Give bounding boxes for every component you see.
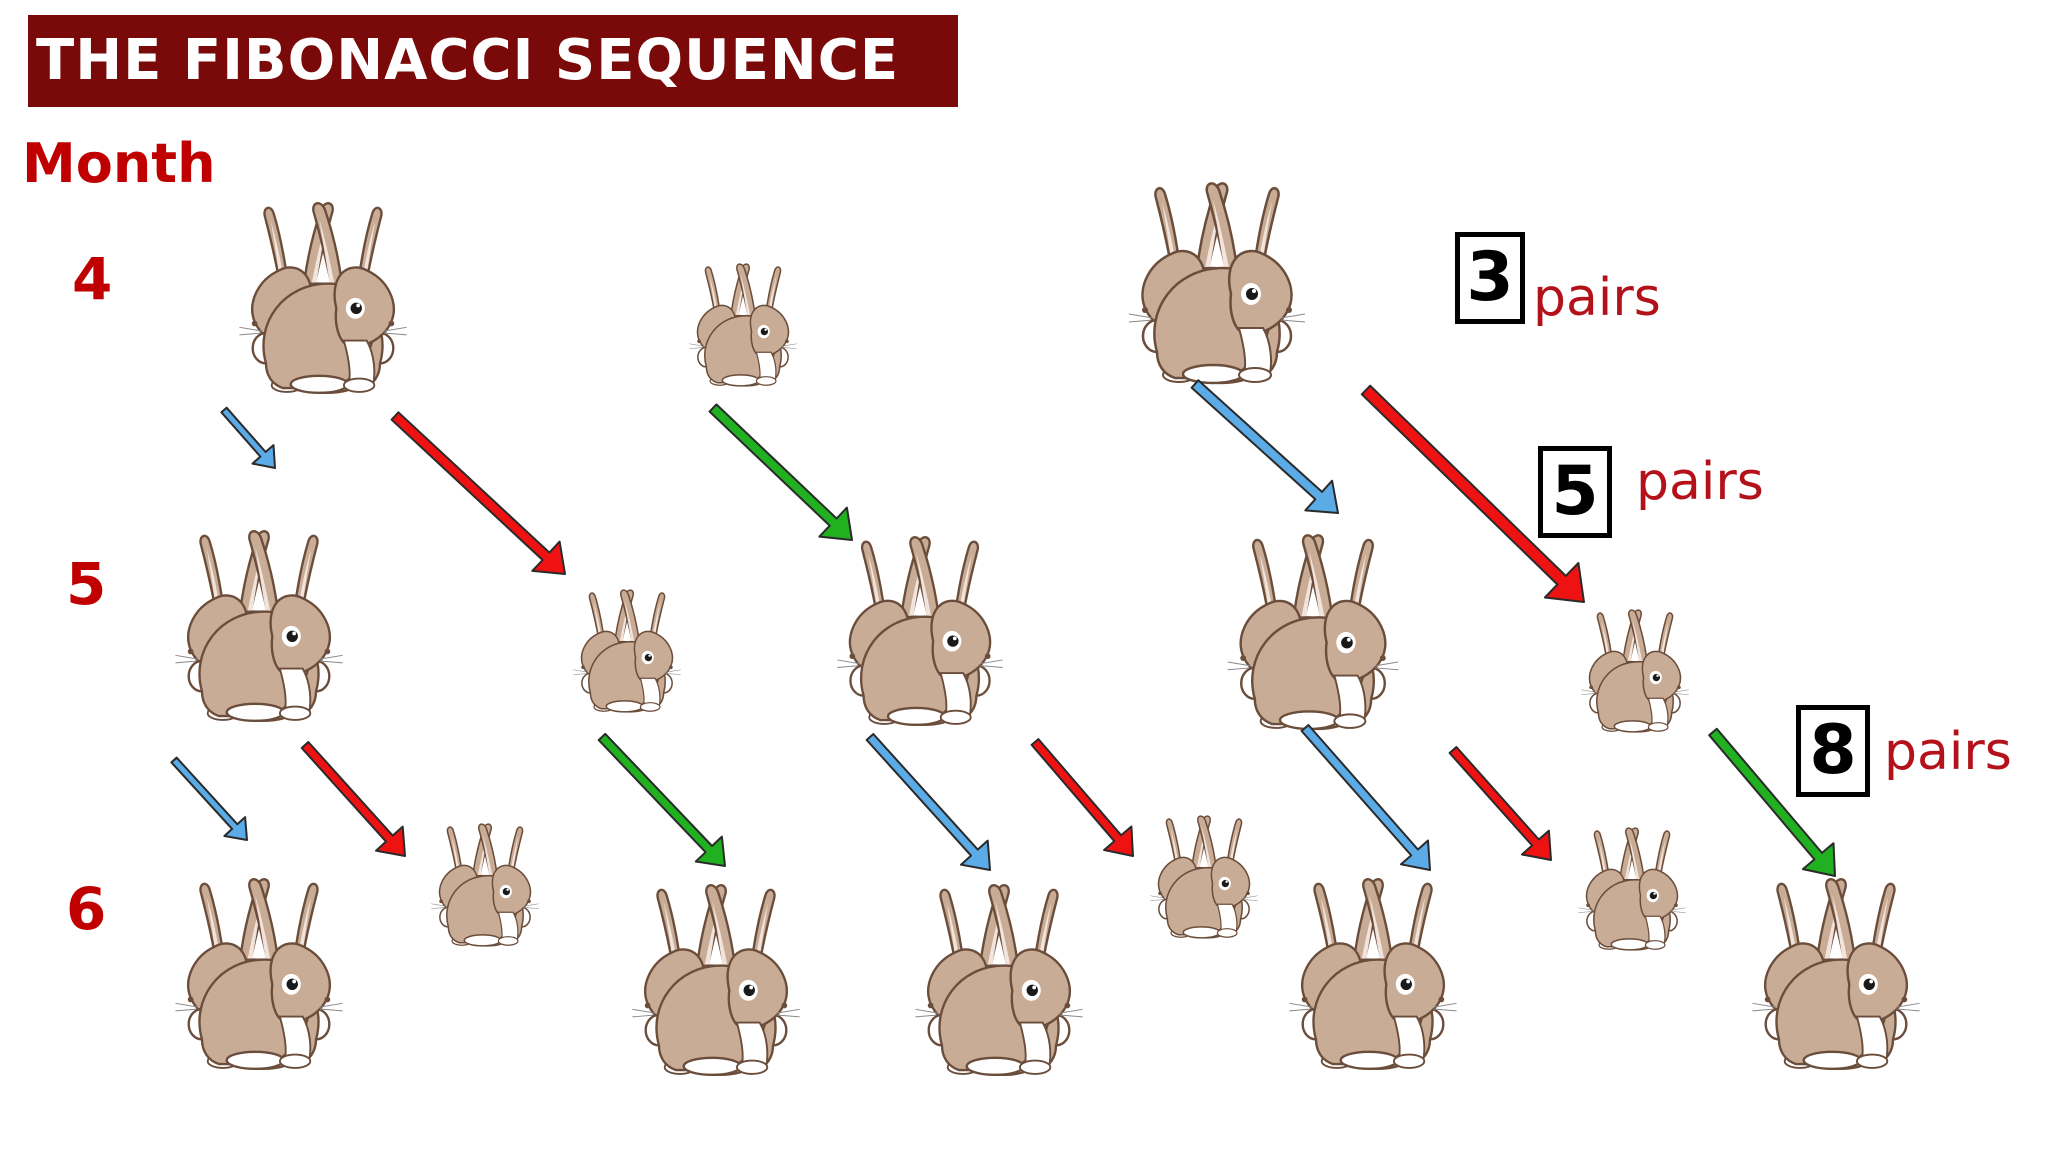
rabbit-icon [175, 879, 342, 1069]
rabbit-icon [573, 590, 680, 712]
rabbit-icon [689, 264, 796, 386]
month-label: Month [22, 132, 216, 195]
rabbit-icon [837, 537, 1002, 725]
pairs-label-month-4: pairs [1533, 268, 1661, 328]
page-title: THE FIBONACCI SEQUENCE [36, 28, 900, 93]
rabbit-icon [1289, 879, 1456, 1069]
rabbit-icon [1578, 828, 1685, 950]
rabbit-icon [1752, 879, 1919, 1069]
count-box-month-5: 5 [1538, 446, 1612, 538]
arrow-icon [1360, 384, 1585, 603]
pairs-label-month-6: pairs [1884, 722, 2012, 782]
count-box-month-6: 8 [1796, 705, 1870, 797]
pairs-month-6 [175, 816, 1919, 1075]
arrow-icon [1708, 727, 1836, 877]
count-box-month-4: 3 [1455, 232, 1525, 324]
rabbit-icon [175, 531, 342, 721]
arrow-icon [1030, 738, 1134, 857]
rabbit-icon [239, 203, 406, 393]
rabbit-icon [915, 885, 1082, 1075]
arrow-icon [390, 411, 566, 575]
rabbit-icon [431, 824, 538, 946]
arrows [170, 379, 1836, 877]
arrow-icon [597, 732, 726, 867]
arrow-icon [1300, 724, 1431, 871]
arrow-icon [300, 741, 406, 857]
rabbit-icon [1129, 183, 1305, 383]
month-6-label: 6 [66, 875, 107, 943]
rabbit-icon [1228, 535, 1399, 729]
arrow-icon [865, 733, 991, 871]
pairs-label-month-5: pairs [1636, 452, 1764, 512]
arrow-icon [220, 406, 276, 469]
rabbit-icon [1581, 610, 1688, 732]
arrow-icon [1448, 746, 1552, 861]
title-banner: THE FIBONACCI SEQUENCE [28, 15, 958, 107]
rabbit-icon [1150, 816, 1257, 938]
arrow-icon [170, 756, 248, 841]
pairs-month-5 [175, 531, 1688, 732]
arrow-icon [1190, 379, 1339, 514]
month-4-label: 4 [72, 245, 113, 313]
rabbit-icon [632, 885, 799, 1075]
month-5-label: 5 [66, 550, 107, 618]
arrow-icon [708, 403, 853, 541]
pairs-month-4 [239, 183, 1305, 392]
